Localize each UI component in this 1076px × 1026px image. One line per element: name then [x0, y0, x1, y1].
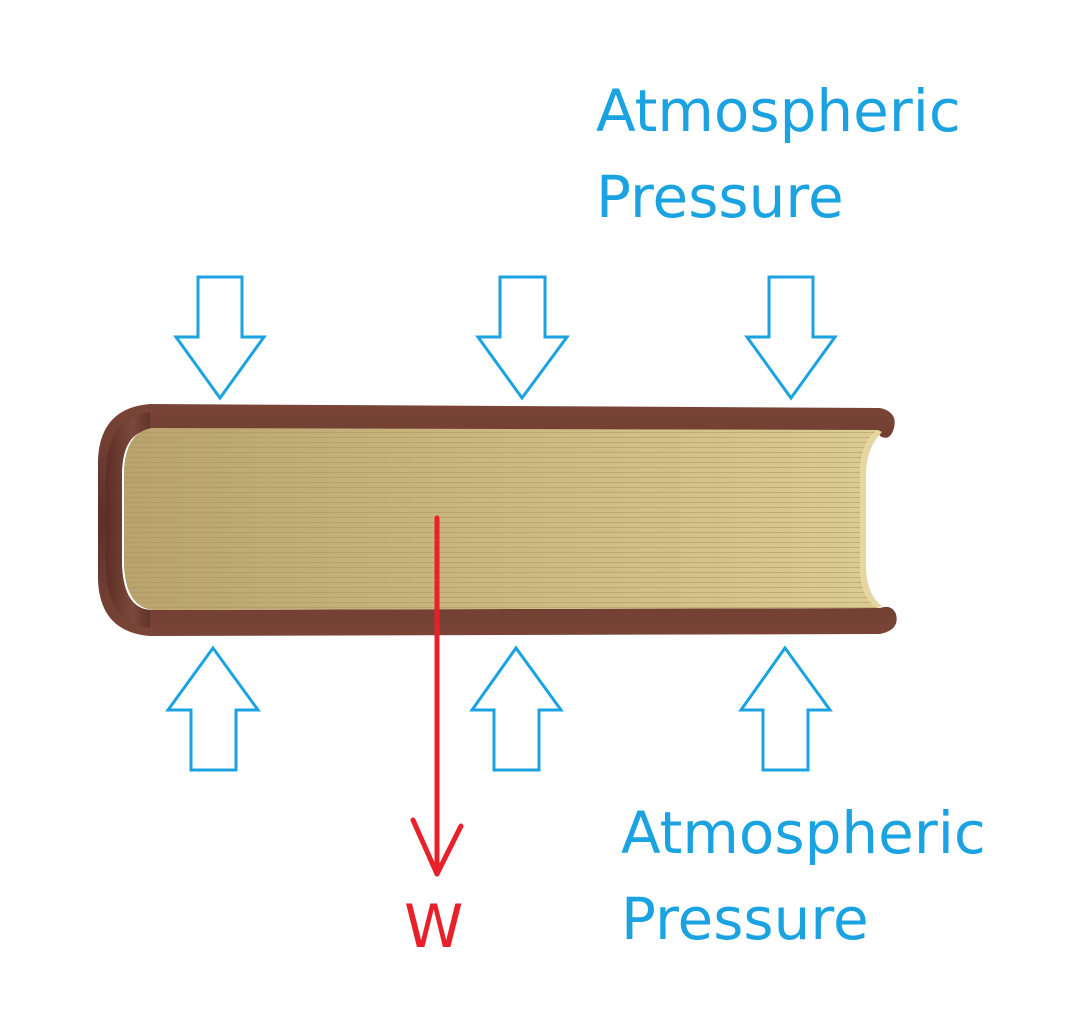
bottom-pressure-label-line2: Pressure [621, 885, 869, 953]
weight-arrow-head-icon [410, 817, 464, 877]
book-spine [106, 412, 150, 628]
book-cover [98, 404, 897, 636]
up-arrow-icon [469, 645, 564, 772]
bottom-pressure-label-line1: Atmospheric [621, 799, 986, 867]
down-arrow-icon [475, 275, 570, 401]
weight-arrow [410, 515, 464, 877]
up-arrow-icon [738, 645, 833, 772]
book-page-edges [124, 428, 878, 610]
book [98, 404, 897, 636]
top-pressure-arrows [173, 275, 838, 401]
weight-label: W [404, 892, 464, 962]
down-arrow-icon [744, 275, 838, 401]
down-arrow-icon [173, 275, 267, 401]
book-fore-edge [860, 430, 882, 608]
top-pressure-label-line1: Atmospheric [596, 77, 961, 145]
up-arrow-icon [165, 645, 261, 772]
bottom-pressure-arrows [165, 645, 833, 772]
top-pressure-label-line2: Pressure [596, 163, 844, 231]
